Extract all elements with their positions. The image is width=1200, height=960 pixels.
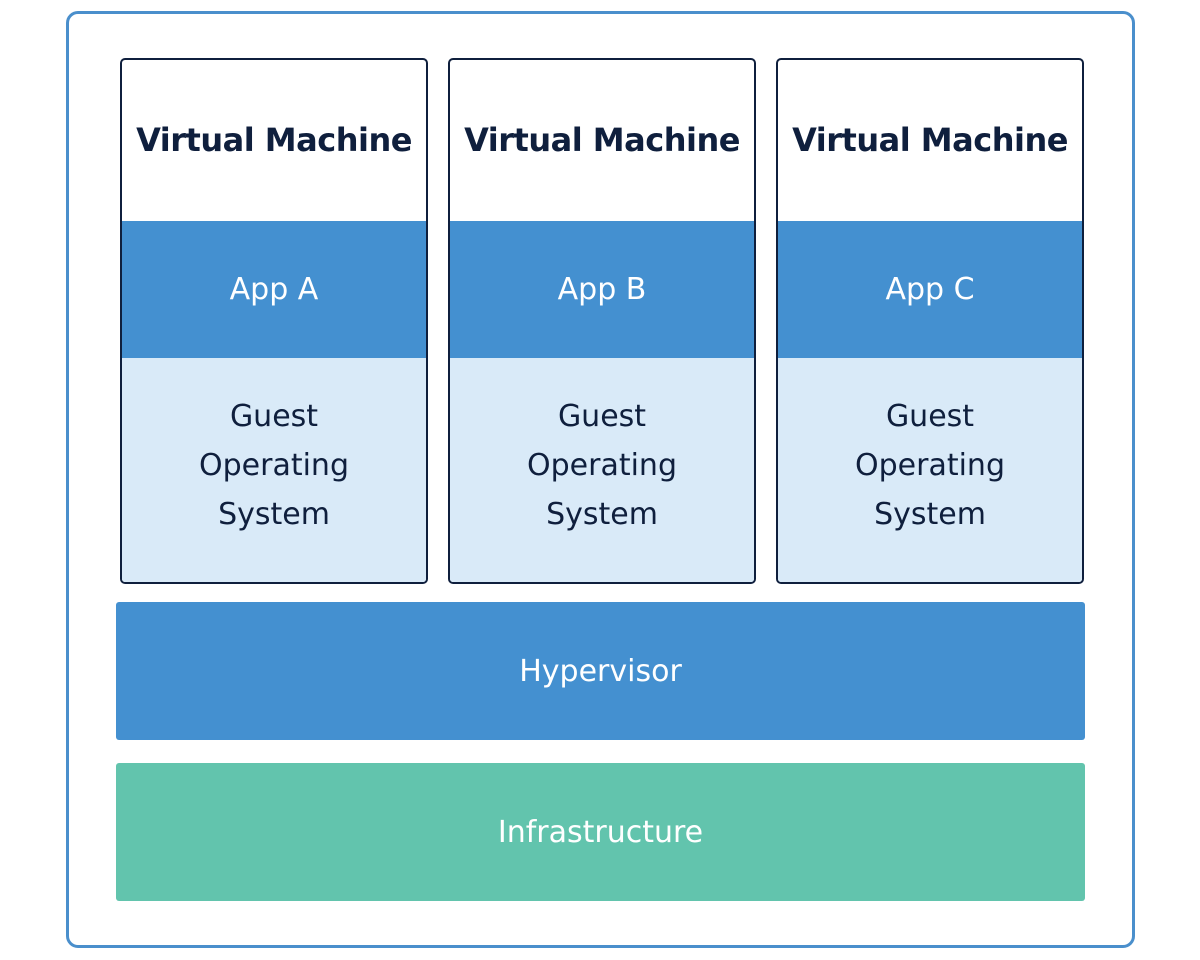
virtual-machine-box: Virtual Machine App B Guest Operating Sy… [448,58,756,584]
virtual-machine-box: Virtual Machine App C Guest Operating Sy… [776,58,1084,584]
hypervisor-label: Hypervisor [519,653,682,689]
vm-title: Virtual Machine [792,121,1068,159]
app-block: App B [450,221,754,358]
hypervisor-layer: Hypervisor [116,602,1085,740]
vm-title: Virtual Machine [136,121,412,159]
guest-os-block: Guest Operating System [450,358,754,582]
guest-os-label: Guest Operating System [855,398,1005,532]
guest-os-label: Guest Operating System [527,398,677,532]
guest-os-label: Guest Operating System [199,398,349,532]
app-block: App A [122,221,426,358]
vm-title: Virtual Machine [464,121,740,159]
virtual-machine-box: Virtual Machine App A Guest Operating Sy… [120,58,428,584]
guest-os-block: Guest Operating System [778,358,1082,582]
infrastructure-label: Infrastructure [497,814,704,850]
guest-os-block: Guest Operating System [122,358,426,582]
app-block: App C [778,221,1082,358]
infrastructure-layer: Infrastructure [116,763,1085,901]
